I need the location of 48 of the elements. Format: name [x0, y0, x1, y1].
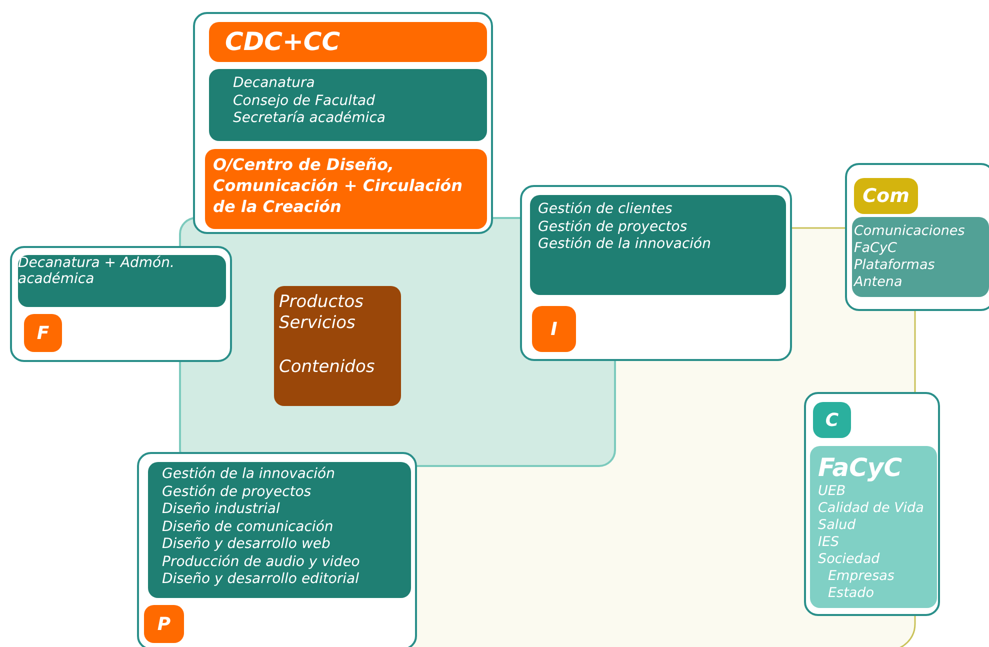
list-item: Comunicaciones — [854, 223, 966, 240]
letter-tag: I — [532, 306, 576, 352]
central-block — [274, 286, 401, 406]
area-card — [804, 392, 940, 616]
list-item: UEB — [818, 483, 847, 500]
list-item: Diseño de comunicación — [162, 518, 334, 536]
list-item: Gestión de la innovación — [162, 466, 336, 484]
list-panel — [810, 446, 937, 608]
area-card — [193, 12, 493, 234]
list-item: Gestión de proyectos — [538, 218, 688, 236]
list-item: Calidad de Vida — [818, 500, 925, 517]
list-panel — [148, 462, 411, 598]
list-panel — [209, 69, 487, 141]
list-item: Servicios — [279, 313, 356, 334]
list-item: Antena — [854, 274, 904, 290]
list-item: Gestión de proyectos — [162, 484, 312, 501]
list-item: Estado — [827, 584, 875, 602]
area-card — [137, 452, 417, 647]
area-card — [520, 185, 792, 361]
list-item: Sociedad — [818, 550, 881, 568]
list-item: Diseño industrial — [162, 501, 281, 518]
list-item: Gestión de clientes — [538, 201, 674, 218]
panel-heading: FaCyC — [818, 452, 904, 484]
list-item: Secretaría académica — [233, 110, 386, 128]
title-banner: O/Centro de Diseño, Comunicación + Circulación de la Creación — [205, 149, 487, 229]
list-item: Plataformas — [854, 256, 936, 274]
list-item: IES — [818, 534, 840, 551]
area-card — [845, 163, 989, 311]
list-item: Contenidos — [279, 356, 376, 378]
list-item: Diseño y desarrollo web — [162, 536, 332, 554]
letter-tag: Com — [854, 178, 918, 214]
title-banner: CDC+CC — [209, 22, 487, 62]
list-item: Gestión de la innovación — [538, 236, 712, 254]
letter-tag: C — [813, 402, 851, 438]
letter-tag: P — [144, 605, 184, 643]
list-item: FaCyC — [854, 240, 898, 257]
list-panel — [530, 195, 786, 295]
list-item: Decanatura — [233, 75, 316, 92]
list-item: Salud — [818, 517, 857, 534]
list-item: Producción de audio y video — [162, 554, 361, 571]
area-card — [10, 246, 232, 362]
list-panel: Decanatura + Admón. académica — [18, 255, 226, 307]
list-item: Consejo de Facultad — [233, 92, 376, 110]
list-item: Empresas — [827, 568, 896, 584]
list-item: Diseño y desarrollo editorial — [162, 571, 360, 588]
letter-tag: F — [24, 314, 62, 352]
list-item: Productos — [279, 292, 364, 314]
list-panel — [852, 217, 989, 297]
